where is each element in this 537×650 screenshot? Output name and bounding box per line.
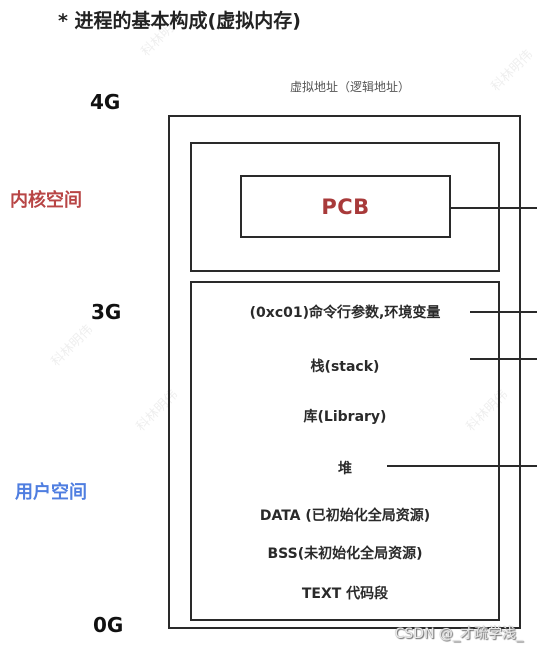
heap-connector-line bbox=[387, 465, 537, 467]
background-watermark: 科林明伟 bbox=[488, 47, 537, 95]
user-space-box bbox=[190, 281, 500, 621]
pcb-box: PCB bbox=[240, 175, 451, 238]
background-watermark: 科林明伟 bbox=[48, 322, 97, 370]
pcb-connector-line bbox=[451, 207, 537, 209]
segment-args-env: (0xc01)命令行参数,环境变量 bbox=[249, 305, 441, 321]
diagram-title: * 进程的基本构成(虚拟内存) bbox=[58, 10, 301, 32]
address-label-4g: 4G bbox=[90, 90, 121, 114]
segment-text: TEXT 代码段 bbox=[301, 586, 389, 602]
segment-data: DATA (已初始化全局资源) bbox=[259, 508, 431, 524]
csdn-watermark: CSDN @_才疏学浅_ bbox=[394, 626, 523, 642]
pcb-label: PCB bbox=[321, 194, 370, 219]
args-connector-line bbox=[470, 311, 537, 313]
stack-connector-line bbox=[470, 358, 537, 360]
user-space-label: 用户空间 bbox=[15, 482, 87, 503]
segment-stack: 栈(stack) bbox=[310, 359, 380, 375]
segment-bss: BSS(未初始化全局资源) bbox=[267, 546, 423, 562]
virtual-memory-box bbox=[168, 115, 521, 629]
kernel-space-label: 内核空间 bbox=[10, 190, 82, 211]
virtual-address-caption: 虚拟地址（逻辑地址） bbox=[289, 80, 410, 94]
segment-heap: 堆 bbox=[338, 461, 352, 477]
address-label-3g: 3G bbox=[91, 300, 122, 324]
segment-library: 库(Library) bbox=[303, 409, 387, 425]
address-label-0g: 0G bbox=[93, 613, 124, 637]
